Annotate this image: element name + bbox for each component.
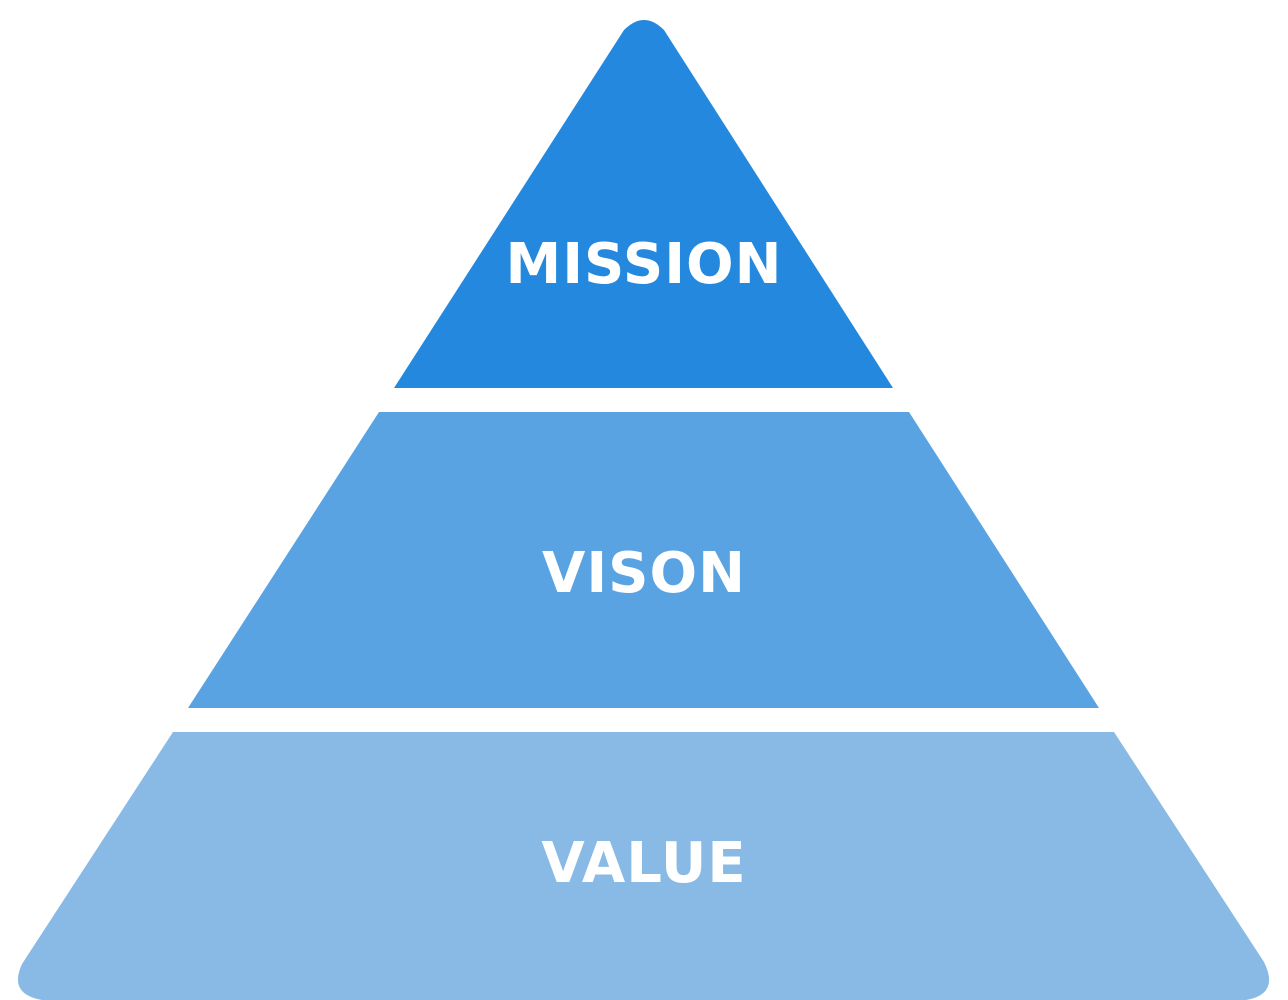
tier-mission-label: MISSION [505,232,782,297]
tier-value-shape [17,732,1270,1000]
tier-vision: VISON [188,412,1099,708]
tier-mission-shape [394,20,893,388]
tier-value: VALUE [17,732,1270,1000]
tier-vision-shape [188,412,1099,708]
tier-vision-label: VISON [542,541,746,606]
tier-mission: MISSION [394,20,893,388]
tier-value-label: VALUE [541,831,746,896]
